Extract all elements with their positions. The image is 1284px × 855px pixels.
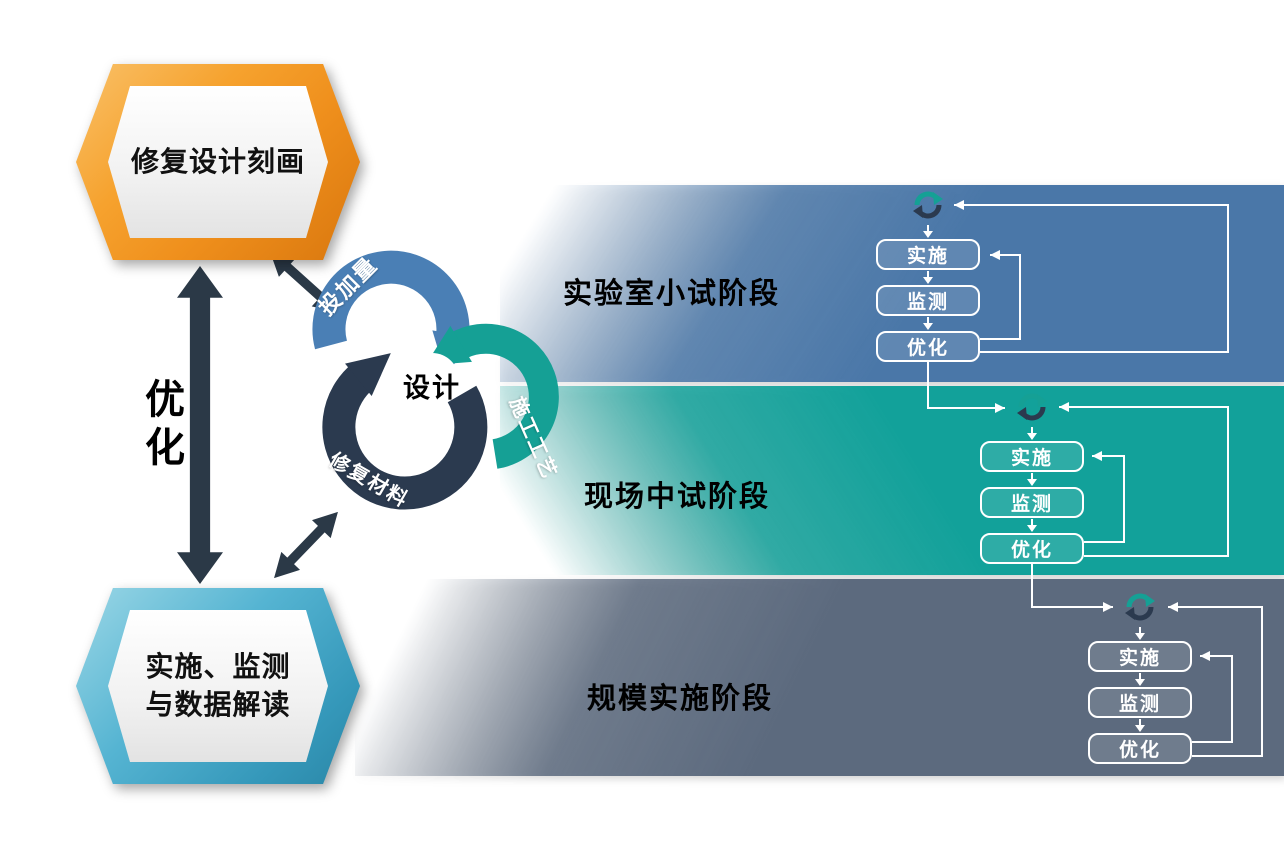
down-arrow-icon <box>1135 719 1145 732</box>
step-box-implement: 实施 <box>1088 641 1192 672</box>
step-box-monitor: 监测 <box>980 487 1084 518</box>
design-center-label: 设计 <box>403 373 461 403</box>
implement-box-label: 实施、监测 与数据解读 <box>145 651 291 720</box>
hexagon-panel: 修复设计刻画 <box>108 86 328 238</box>
hexagon-implement-box: 实施、监测 与数据解读 <box>76 588 360 784</box>
cycle-icon <box>1017 393 1047 421</box>
stage-band-lab <box>500 185 1284 382</box>
connector-lines <box>927 200 1263 757</box>
step-box-optimize: 优化 <box>980 533 1084 564</box>
design-cycle <box>312 250 559 510</box>
down-arrow-icon <box>1135 627 1145 640</box>
down-arrow-icon <box>923 225 933 238</box>
cycle-icon <box>913 191 943 219</box>
stage-label-pilot: 现场中试阶段 <box>584 481 771 513</box>
down-arrow-icon <box>1027 473 1037 486</box>
step-box-optimize: 优化 <box>876 331 980 362</box>
flowchart-pilot: 实施 监测 优化 <box>972 388 1092 564</box>
down-arrow-icon <box>923 317 933 330</box>
down-arrow-icon <box>1135 673 1145 686</box>
down-arrow-icon <box>1027 427 1037 440</box>
step-box-monitor: 监测 <box>1088 687 1192 718</box>
flowchart-scale: 实施 监测 优化 <box>1080 588 1200 764</box>
step-box-monitor: 监测 <box>876 285 980 316</box>
down-arrow-icon <box>1027 519 1037 532</box>
hexagon-design-box: 修复设计刻画 <box>76 64 360 260</box>
arc-material <box>322 353 488 510</box>
design-box-label: 修复设计刻画 <box>130 146 305 178</box>
hexagon-panel: 实施、监测 与数据解读 <box>108 610 328 762</box>
flowchart-lab: 实施 监测 优化 <box>868 186 988 362</box>
stage-band-pilot <box>500 386 1284 575</box>
cycle-center <box>405 353 459 407</box>
cycle-icon <box>1125 593 1155 621</box>
arc-dosage <box>312 250 474 376</box>
step-box-implement: 实施 <box>876 239 980 270</box>
arc-process <box>425 323 559 469</box>
stage-label-scale: 规模实施阶段 <box>587 683 774 715</box>
step-box-implement: 实施 <box>980 441 1084 472</box>
step-box-optimize: 优化 <box>1088 733 1192 764</box>
down-arrow-icon <box>923 271 933 284</box>
stage-label-lab: 实验室小试阶段 <box>563 278 781 310</box>
optimize-label: 优化 <box>139 378 183 474</box>
